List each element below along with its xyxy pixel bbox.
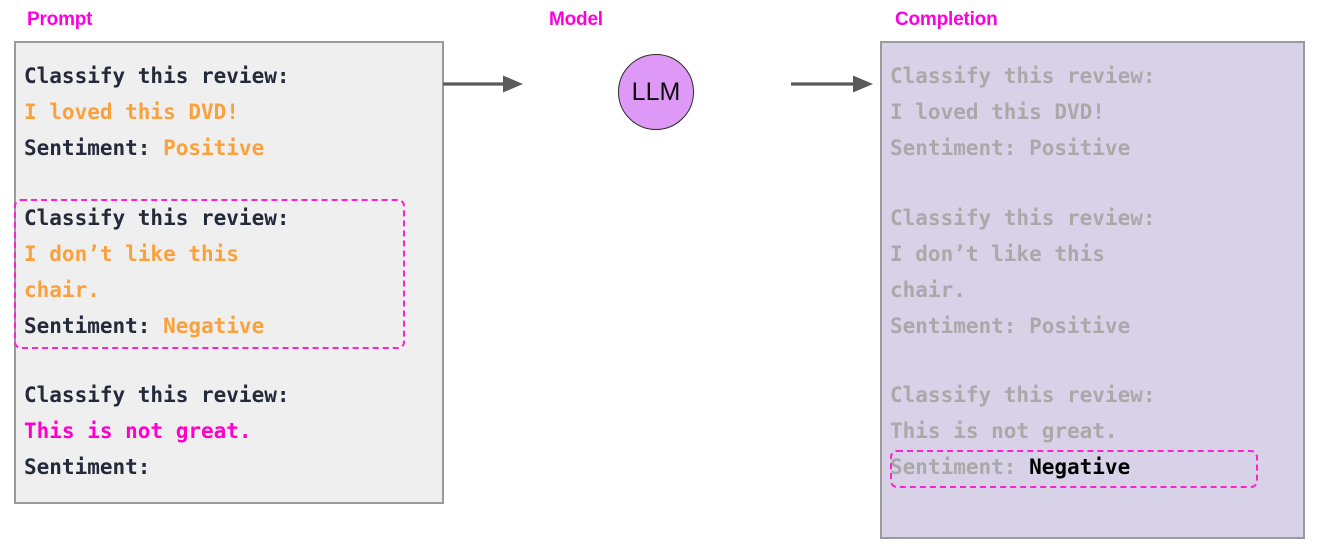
prompt-example-3-label-prefix: Sentiment: — [24, 455, 151, 479]
prompt-example-1-review: I loved this DVD! — [24, 100, 239, 124]
prompt-example-3: Classify this review: This is not great.… — [24, 377, 290, 485]
completion-panel — [880, 41, 1305, 539]
prompt-example-1-label-value: Positive — [163, 136, 265, 160]
section-title-model: Model — [549, 9, 603, 30]
completion-example-1-instruction: Classify this review: — [890, 64, 1156, 88]
completion-example-3-label-prefix: Sentiment: — [890, 455, 1030, 479]
prompt-example-2-review-line-1: I don’t like this — [24, 242, 239, 266]
prompt-panel — [14, 41, 444, 504]
completion-example-2-label-value: Positive — [1029, 314, 1131, 338]
section-title-completion: Completion — [895, 9, 998, 30]
arrow-prompt-to-model — [443, 75, 523, 93]
prompt-example-2-label-prefix: Sentiment: — [24, 314, 164, 338]
completion-example-3-label-value: Negative — [1029, 455, 1131, 479]
completion-example-3-instruction: Classify this review: — [890, 383, 1156, 407]
prompt-example-1-instruction: Classify this review: — [24, 64, 290, 88]
completion-example-3-review: This is not great. — [890, 419, 1118, 443]
prompt-example-3-instruction: Classify this review: — [24, 383, 290, 407]
prompt-example-2-instruction: Classify this review: — [24, 206, 290, 230]
prompt-example-2: Classify this review: I don’t like this … — [24, 200, 290, 344]
prompt-example-1: Classify this review: I loved this DVD! … — [24, 58, 290, 166]
completion-example-1-review: I loved this DVD! — [890, 100, 1105, 124]
completion-example-1-label-value: Positive — [1029, 136, 1131, 160]
prompt-example-2-label-value: Negative — [163, 314, 265, 338]
completion-example-2: Classify this review: I don’t like this … — [890, 200, 1156, 344]
completion-example-1-label-prefix: Sentiment: — [890, 136, 1030, 160]
completion-example-2-review-line-2: chair. — [890, 278, 966, 302]
completion-example-3: Classify this review: This is not great.… — [890, 377, 1156, 485]
prompt-example-3-review: This is not great. — [24, 419, 252, 443]
prompt-example-1-label-prefix: Sentiment: — [24, 136, 164, 160]
section-title-prompt: Prompt — [27, 9, 93, 30]
llm-node-label: LLM — [631, 77, 681, 106]
completion-example-2-instruction: Classify this review: — [890, 206, 1156, 230]
completion-example-1: Classify this review: I loved this DVD! … — [890, 58, 1156, 166]
completion-example-2-review-line-1: I don’t like this — [890, 242, 1105, 266]
prompt-example-2-review-line-2: chair. — [24, 278, 100, 302]
llm-node[interactable]: LLM — [618, 54, 694, 130]
completion-example-2-label-prefix: Sentiment: — [890, 314, 1030, 338]
arrow-model-to-completion — [791, 75, 873, 93]
